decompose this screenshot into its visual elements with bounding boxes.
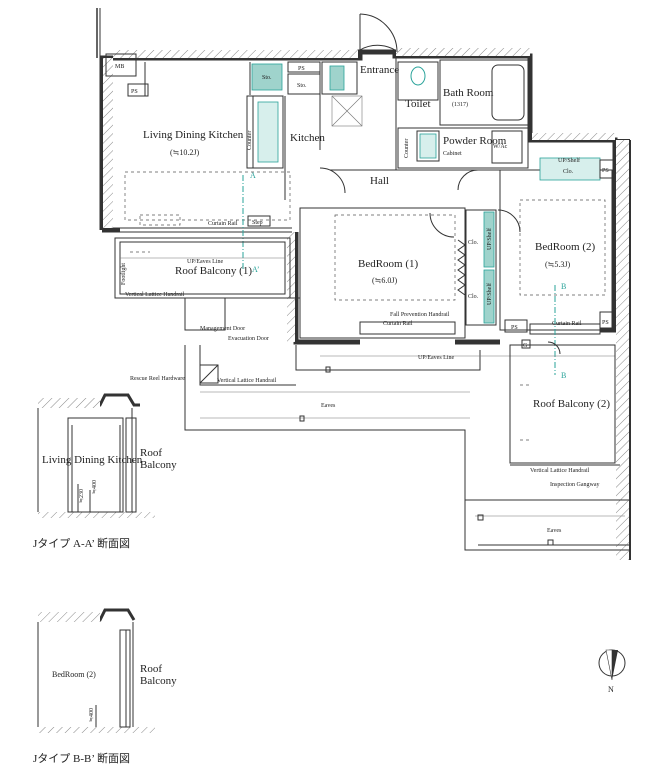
section-aa-balcony-label-2: Balcony	[140, 459, 177, 471]
clo-label-2: Clo.	[468, 294, 479, 300]
section-bb-room-label: BedRoom (2)	[52, 670, 96, 679]
bath-size-label: (1317)	[452, 101, 468, 108]
ps-label-3: PS	[511, 325, 518, 331]
entrance-label: Entrance	[360, 64, 399, 76]
section-bb-balcony-label-2: Balcony	[140, 675, 177, 687]
section-aa-dim-2: ≒400	[92, 480, 98, 494]
north-compass-icon: N	[598, 649, 626, 694]
management-door-label: Management Door	[200, 326, 245, 332]
vertical-lattice-handrail-label-1: Vertical Lattice Handrail	[125, 292, 185, 298]
section-bb-caption: Jタイプ B-B’ 断面図	[33, 751, 130, 765]
sto-label-1: Sto.	[262, 75, 272, 81]
ldk-area-label: (≒10.2J)	[170, 148, 199, 157]
section-aa-balcony-label-1: Roof	[140, 447, 162, 459]
compass-north-label: N	[608, 685, 614, 694]
kitchen-label: Kitchen	[290, 132, 325, 144]
main-floor-plan: MB PS Sto. PS Sto. Counter Living Dining…	[96, 8, 631, 560]
mb-label: MB	[115, 64, 124, 70]
roof-balcony-1-label: Roof Balcony (1)	[175, 265, 252, 277]
counter-label-powder: Counter	[404, 139, 410, 158]
rescue-reel-hardware-label: Rescue Reel Hardware	[130, 376, 185, 382]
section-a-prime-label: A’	[252, 265, 260, 274]
section-bb-drawing: ≒400 BedRoom (2) Roof Balcony Jタイプ B-B’ …	[33, 608, 177, 765]
toilet-label: Toilet	[405, 98, 431, 110]
bath-room-label: Bath Room	[443, 87, 494, 99]
section-aa-dim-1: ≒230	[79, 489, 85, 503]
bedroom-1-label: BedRoom (1)	[358, 258, 419, 270]
curtain-rail-label-ldk: Curtain Rail	[208, 221, 238, 227]
eaves-label-1: Eaves	[321, 403, 336, 409]
vertical-lattice-handrail-label-3: Vertical Lattice Handrail	[530, 468, 590, 474]
sto-label-2: Sto.	[297, 83, 307, 89]
exterior-wall-bed-south	[293, 232, 360, 345]
footlight-label: Footlight	[121, 263, 127, 285]
clo-label-1: Clo.	[468, 240, 479, 246]
ps-label-4: PS	[602, 168, 609, 174]
curtain-rail-label-bed2: Curtain Rail	[552, 321, 582, 327]
up-eaves-line-label-1: UP/Eaves Line	[187, 259, 223, 265]
storage-sto-1	[251, 63, 283, 91]
section-aa-drawing: ≒230 ≒400 Living Dining Kitchen Roof Bal…	[33, 393, 177, 550]
evacuation-door-label: Evacuation Door	[228, 336, 269, 342]
step-label: Step	[252, 220, 263, 226]
section-b-label-bottom: B	[561, 371, 566, 380]
g-label: G	[523, 343, 528, 349]
bedroom-2-area-label: (≒5.3J)	[545, 260, 570, 269]
counter-label-kitchen: Counter	[247, 131, 253, 150]
cabinet-label: Cabinet	[443, 151, 462, 157]
eaves-label-2: Eaves	[547, 528, 562, 534]
bedroom-1-area-label: (≒6.0J)	[372, 276, 397, 285]
ps-label-1: PS	[131, 89, 138, 95]
ps-label-5: PS	[602, 320, 609, 326]
up-shelf-label-1: UP/Shelf	[486, 228, 493, 250]
hall-label: Hall	[370, 175, 389, 187]
section-a-label: A	[250, 171, 256, 180]
curtain-rail-label-bed1: Curtain Rail	[383, 321, 413, 327]
ps-label-2: PS	[298, 66, 305, 72]
vertical-lattice-handrail-label-2: Vertical Lattice Handrail	[217, 378, 277, 384]
up-shelf-label-3: UP/Shelf	[558, 157, 580, 164]
section-bb-dim-1: ≒400	[89, 708, 95, 722]
up-eaves-line-label-2: UP/Eaves Line	[418, 355, 454, 361]
inspection-gangway-label: Inspection Gangway	[550, 482, 600, 488]
fall-prevention-handrail-label: Fall Prevention Handrail	[390, 312, 450, 318]
bedroom-2-label: BedRoom (2)	[535, 241, 596, 253]
section-aa-caption: Jタイプ A-A’ 断面図	[33, 536, 130, 550]
section-bb-balcony-label-1: Roof	[140, 663, 162, 675]
roof-balcony-2-label: Roof Balcony (2)	[533, 398, 610, 410]
ldk-label: Living Dining Kitchen	[143, 129, 244, 141]
section-aa-room-label: Living Dining Kitchen	[42, 454, 143, 466]
clo-label-3: Clo.	[563, 169, 574, 175]
w-ac-label: W/Ac	[493, 144, 508, 150]
section-b-label-top: B	[561, 282, 566, 291]
powder-room-label: Powder Room	[443, 135, 507, 147]
up-shelf-label-2: UP/Shelf	[486, 283, 493, 305]
